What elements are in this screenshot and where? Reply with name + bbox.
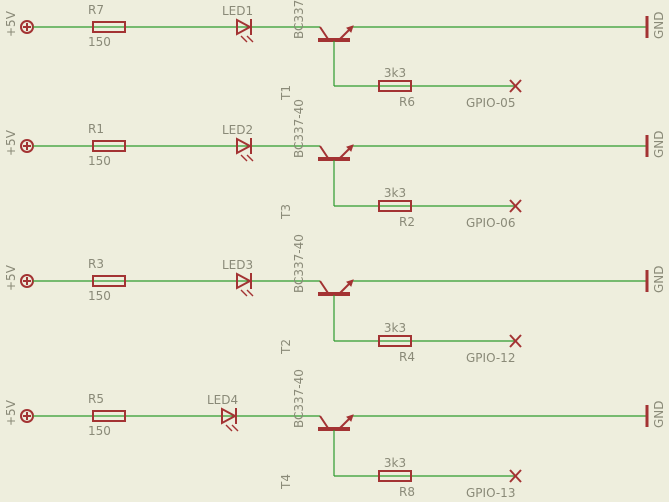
transistor-type: BC337-40 (292, 0, 306, 39)
transistor-emitter-arrow (346, 279, 354, 287)
ground-label: GND (652, 11, 666, 39)
resistor-name: R3 (88, 257, 104, 271)
gpio-label: GPIO-13 (466, 486, 515, 500)
transistor-emitter-arrow (346, 144, 354, 152)
supply-label: +5V (4, 129, 18, 156)
resistor-symbol (92, 140, 126, 152)
base-resistor-symbol (378, 470, 412, 482)
transistor-type: BC337-40 (292, 369, 306, 428)
supply-label: +5V (4, 399, 18, 426)
led-symbol (221, 407, 238, 425)
resistor-value: 150 (88, 289, 111, 303)
transistor-type: BC337-40 (292, 234, 306, 293)
led-symbol (236, 272, 253, 290)
led-light-arrow (240, 289, 248, 297)
led-light-arrow (240, 154, 248, 162)
transistor-name: T2 (279, 339, 293, 355)
led-light-arrow (240, 35, 248, 43)
gpio-label: GPIO-06 (466, 216, 515, 230)
base-resistor-symbol (378, 335, 412, 347)
base-resistor-value: 3k3 (384, 66, 406, 80)
transistor-emitter-arrow (346, 25, 354, 33)
led-light-arrow (246, 35, 254, 43)
transistor-collector (319, 415, 329, 429)
led-label: LED1 (222, 4, 253, 18)
resistor-symbol (92, 21, 126, 33)
gpio-cross (509, 79, 522, 93)
gpio-label: GPIO-12 (466, 351, 515, 365)
led-light-arrow (246, 154, 254, 162)
transistor-type: BC337-40 (292, 99, 306, 158)
ground-label: GND (652, 400, 666, 428)
transistor-collector (319, 145, 329, 159)
resistor-value: 150 (88, 35, 111, 49)
transistor-collector (319, 280, 329, 294)
transistor-name: T3 (279, 204, 293, 220)
gpio-label: GPIO-05 (466, 96, 515, 110)
transistor-collector (319, 26, 329, 40)
led-symbol (236, 18, 253, 36)
base-resistor-value: 3k3 (384, 186, 406, 200)
base-resistor-name: R8 (399, 485, 415, 499)
led-symbol (236, 137, 253, 155)
led-label: LED4 (207, 393, 238, 407)
resistor-name: R1 (88, 122, 104, 136)
gpio-cross (509, 334, 522, 348)
base-resistor-value: 3k3 (384, 456, 406, 470)
transistor-name: T1 (279, 85, 293, 101)
supply-label: +5V (4, 264, 18, 291)
resistor-name: R5 (88, 392, 104, 406)
base-resistor-name: R6 (399, 95, 415, 109)
transistor-name: T4 (279, 474, 293, 490)
transistor-emitter-arrow (346, 414, 354, 422)
ground-label: GND (652, 130, 666, 158)
base-resistor-name: R4 (399, 350, 415, 364)
resistor-symbol (92, 410, 126, 422)
led-label: LED2 (222, 123, 253, 137)
led-light-arrow (246, 289, 254, 297)
gpio-cross (509, 199, 522, 213)
base-resistor-symbol (378, 200, 412, 212)
resistor-symbol (92, 275, 126, 287)
led-light-arrow (225, 424, 233, 432)
base-resistor-value: 3k3 (384, 321, 406, 335)
led-light-arrow (231, 424, 239, 432)
led-label: LED3 (222, 258, 253, 272)
resistor-value: 150 (88, 154, 111, 168)
resistor-value: 150 (88, 424, 111, 438)
base-resistor-symbol (378, 80, 412, 92)
ground-label: GND (652, 265, 666, 293)
base-resistor-name: R2 (399, 215, 415, 229)
supply-label: +5V (4, 10, 18, 37)
resistor-name: R7 (88, 3, 104, 17)
gpio-cross (509, 469, 522, 483)
